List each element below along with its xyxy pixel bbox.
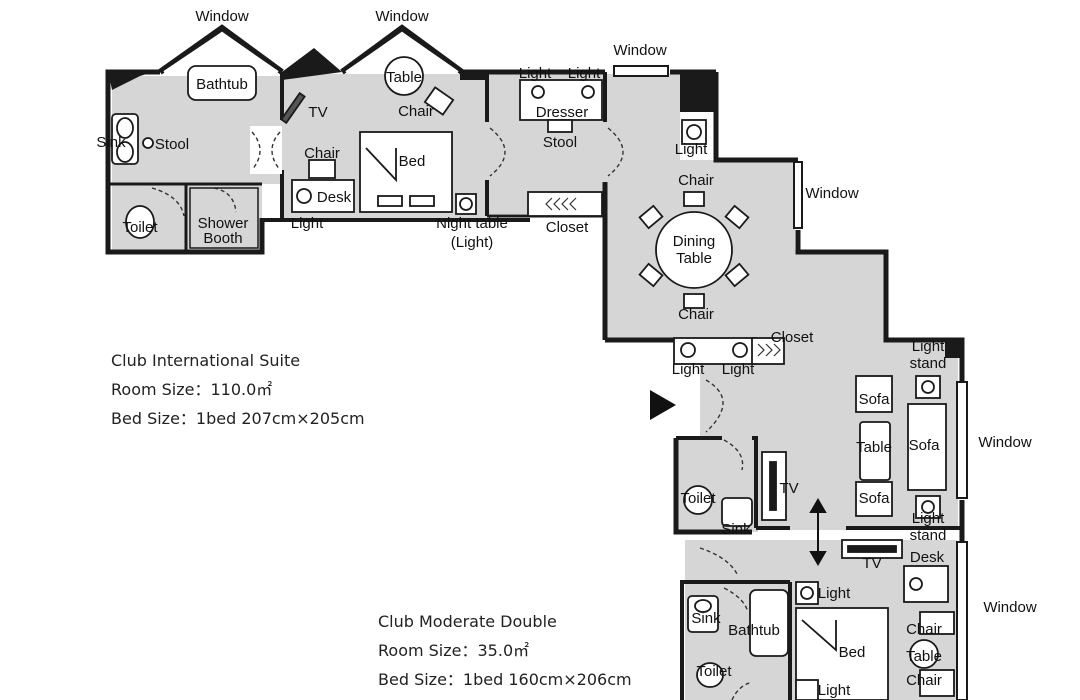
label-sink: Sink: [96, 134, 126, 151]
label-light-stand-top-2: stand: [910, 355, 947, 372]
label-sofa-long: Sofa: [909, 437, 941, 454]
label-window-living: Window: [978, 434, 1032, 451]
label-dresser: Dresser: [536, 104, 589, 121]
suite-info: Club International Suite Room Size：110.0…: [111, 346, 365, 433]
label-bathtub-double: Bathtub: [728, 622, 780, 639]
double-room-size: Room Size：35.0㎡: [378, 641, 530, 660]
double-info: Club Moderate Double Room Size：35.0㎡ Bed…: [378, 607, 632, 694]
closet-hangers: [545, 197, 781, 357]
windows: [158, 24, 968, 700]
label-bed: Bed: [399, 153, 426, 170]
label-window-bed: Window: [375, 8, 429, 25]
label-chair-dining-bottom: Chair: [678, 306, 714, 323]
doors: [151, 126, 753, 700]
label-chair-double-2: Chair: [906, 672, 942, 689]
double-name: Club Moderate Double: [378, 612, 557, 631]
label-booth: Booth: [203, 230, 242, 247]
suite-room-size: Room Size：110.0㎡: [111, 380, 273, 399]
label-night-table: Night table: [436, 215, 508, 232]
suite-name: Club International Suite: [111, 351, 301, 370]
furniture: [111, 56, 955, 700]
label-tv-living: TV: [779, 480, 798, 497]
sofa: [855, 375, 893, 413]
bed: [359, 131, 453, 213]
label-light-entry-1: Light: [672, 361, 705, 378]
label-sink-double: Sink: [691, 610, 721, 627]
label-desk: Desk: [317, 189, 352, 206]
label-desk-double: Desk: [910, 549, 945, 566]
label-light-stand-bottom-1: Light: [912, 510, 945, 527]
label-sink-entry: Sink: [721, 521, 751, 538]
label-light-entry-2: Light: [722, 361, 755, 378]
label-light-dresser-1: Light: [519, 65, 552, 82]
label-sofa-1: Sofa: [859, 391, 891, 408]
double-bed-size: Bed Size：1bed 160cm×206cm: [378, 670, 632, 689]
label-dining: Dining: [673, 233, 716, 250]
bedroom-table: [384, 56, 424, 96]
label-window-double: Window: [983, 599, 1037, 616]
label-light-dresser-2: Light: [568, 65, 601, 82]
label-light-double-2: Light: [818, 682, 851, 699]
label-light-dining: Light: [675, 141, 708, 158]
label-toilet-entry: Toilet: [680, 490, 716, 507]
wall-corners: [108, 48, 963, 358]
connecting-door-arrow-icon: [809, 498, 827, 566]
label-dining-table: Table: [676, 250, 712, 267]
suite-bed-size: Bed Size：1bed 207cm×205cm: [111, 409, 365, 428]
toilet: [125, 205, 155, 239]
label-chair-desk: Chair: [304, 145, 340, 162]
label-bathtub: Bathtub: [196, 76, 248, 93]
label-table-double: Table: [906, 648, 942, 665]
label-light-double-1: Light: [818, 585, 851, 602]
label-window-bath: Window: [195, 8, 249, 25]
label-shower: Shower: [198, 215, 249, 232]
label-stool: Stool: [155, 136, 189, 153]
label-night-table-light: (Light): [451, 234, 494, 251]
label-chair-bed: Chair: [398, 103, 434, 120]
label-light-stand-bottom-2: stand: [910, 527, 947, 544]
label-sofa-2: Sofa: [859, 490, 891, 507]
label-toilet: Toilet: [122, 219, 158, 236]
label-light-desk: Light: [291, 215, 324, 232]
label-closet: Closet: [546, 219, 589, 236]
label-tv-bed: TV: [308, 104, 327, 121]
label-stool-dresser: Stool: [543, 134, 577, 151]
sofa-long: [907, 403, 947, 491]
plan-labels: Window Window Window Window Window Windo…: [96, 8, 1036, 699]
closet: [527, 191, 603, 217]
label-window-dining: Window: [613, 42, 667, 59]
label-toilet-double: Toilet: [696, 663, 732, 680]
bathtub: [187, 65, 257, 101]
tv: [280, 91, 306, 125]
entrance-arrow-icon: [650, 390, 676, 420]
label-bed-double: Bed: [839, 644, 866, 661]
label-table-living: Table: [856, 439, 892, 456]
label-table-bed: Table: [386, 69, 422, 86]
dining-table: [655, 211, 733, 289]
label-window-side: Window: [805, 185, 859, 202]
label-tv-double: TV: [862, 555, 881, 572]
label-closet-entry: Closet: [771, 329, 814, 346]
label-chair-dining-top: Chair: [678, 172, 714, 189]
suite-floor: [112, 74, 958, 532]
label-light-stand-top-1: Light: [912, 338, 945, 355]
label-chair-double-1: Chair: [906, 621, 942, 638]
